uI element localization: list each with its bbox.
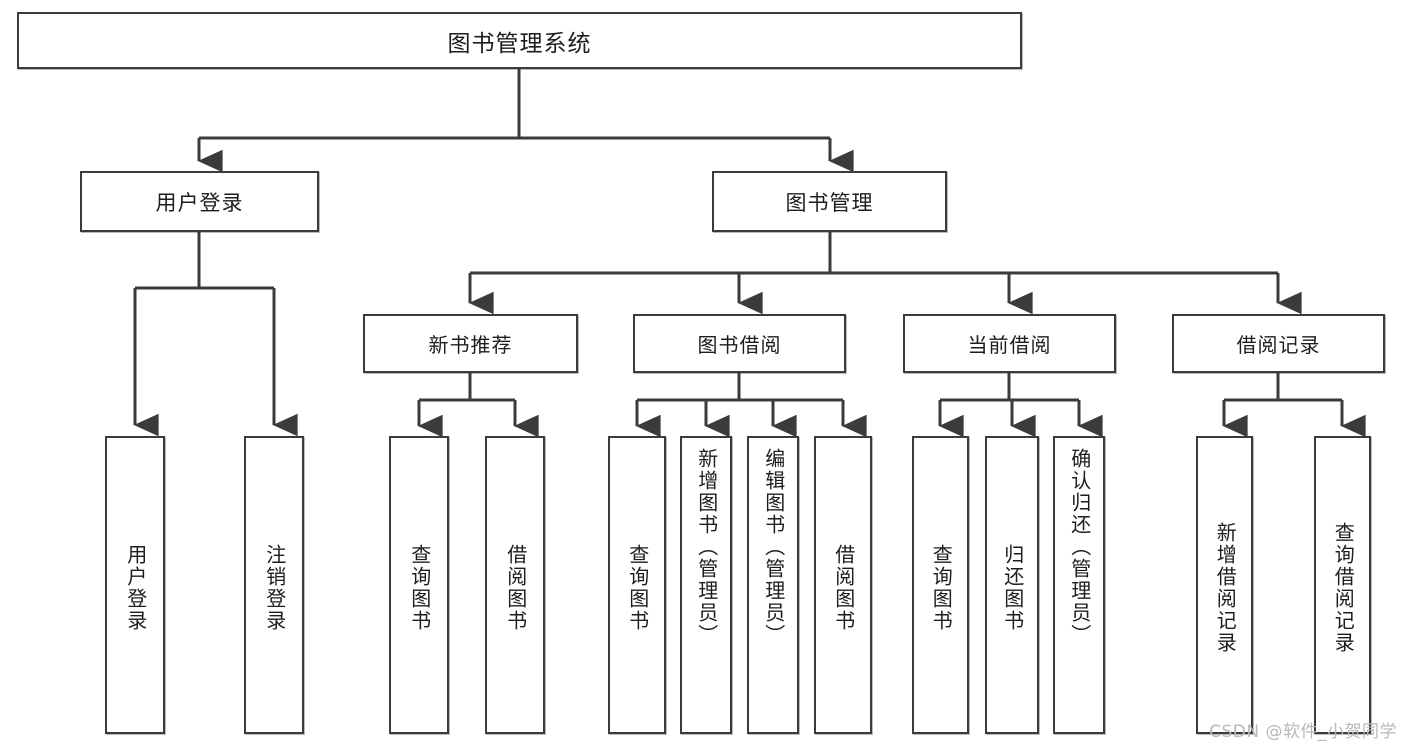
node-user-login-label: 用户登录: [155, 190, 244, 215]
node-borrow-record-label: 借阅记录: [1236, 333, 1321, 357]
node-new-book-recommend-label: 新书推荐: [428, 333, 513, 357]
node-book-borrow[interactable]: 图书借阅: [633, 314, 846, 373]
leaf-add-borrow-record[interactable]: 新增借阅记录: [1196, 436, 1253, 734]
leaf-add-book-label: 新增图书（管理员）: [694, 448, 719, 646]
node-current-borrow[interactable]: 当前借阅: [903, 314, 1116, 373]
leaf-add-borrow-record-label: 新增借阅记录: [1213, 522, 1238, 654]
leaf-return-book[interactable]: 归还图书: [985, 436, 1039, 734]
node-current-borrow-label: 当前借阅: [967, 333, 1052, 357]
leaf-edit-book[interactable]: 编辑图书（管理员）: [747, 436, 799, 734]
leaf-borrow-book-new[interactable]: 借阅图书: [485, 436, 545, 734]
leaf-query-book-new[interactable]: 查询图书: [389, 436, 449, 734]
leaf-edit-book-label: 编辑图书（管理员）: [761, 448, 786, 646]
node-new-book-recommend[interactable]: 新书推荐: [363, 314, 578, 373]
leaf-confirm-return[interactable]: 确认归还（管理员）: [1053, 436, 1105, 734]
leaf-user-logout[interactable]: 注销登录: [244, 436, 304, 734]
leaf-return-book-label: 归还图书: [1000, 544, 1025, 632]
leaf-user-logout-label: 注销登录: [262, 544, 287, 632]
leaf-query-borrow-record-label: 查询借阅记录: [1331, 522, 1356, 654]
node-root-label: 图书管理系统: [447, 30, 592, 57]
leaf-user-login[interactable]: 用户登录: [105, 436, 165, 734]
leaf-add-book[interactable]: 新增图书（管理员）: [680, 436, 732, 734]
csdn-watermark: CSDN @软件_小贺同学: [1209, 722, 1397, 742]
leaf-query-book-borrow[interactable]: 查询图书: [608, 436, 666, 734]
leaf-borrow-book-new-label: 借阅图书: [503, 544, 528, 632]
leaf-query-borrow-record[interactable]: 查询借阅记录: [1314, 436, 1371, 734]
leaf-query-book-current[interactable]: 查询图书: [912, 436, 969, 734]
leaf-query-book-new-label: 查询图书: [407, 544, 432, 632]
node-user-login[interactable]: 用户登录: [80, 171, 319, 232]
node-book-manage-label: 图书管理: [785, 190, 874, 215]
leaf-query-book-current-label: 查询图书: [929, 544, 954, 632]
node-book-manage[interactable]: 图书管理: [712, 171, 947, 232]
leaf-user-login-label: 用户登录: [123, 544, 148, 632]
node-borrow-record[interactable]: 借阅记录: [1172, 314, 1385, 373]
node-book-borrow-label: 图书借阅: [697, 333, 782, 357]
leaf-borrow-book[interactable]: 借阅图书: [814, 436, 872, 734]
node-root[interactable]: 图书管理系统: [17, 12, 1022, 69]
leaf-confirm-return-label: 确认归还（管理员）: [1067, 448, 1092, 646]
leaf-borrow-book-label: 借阅图书: [831, 544, 856, 632]
leaf-query-book-borrow-label: 查询图书: [625, 544, 650, 632]
